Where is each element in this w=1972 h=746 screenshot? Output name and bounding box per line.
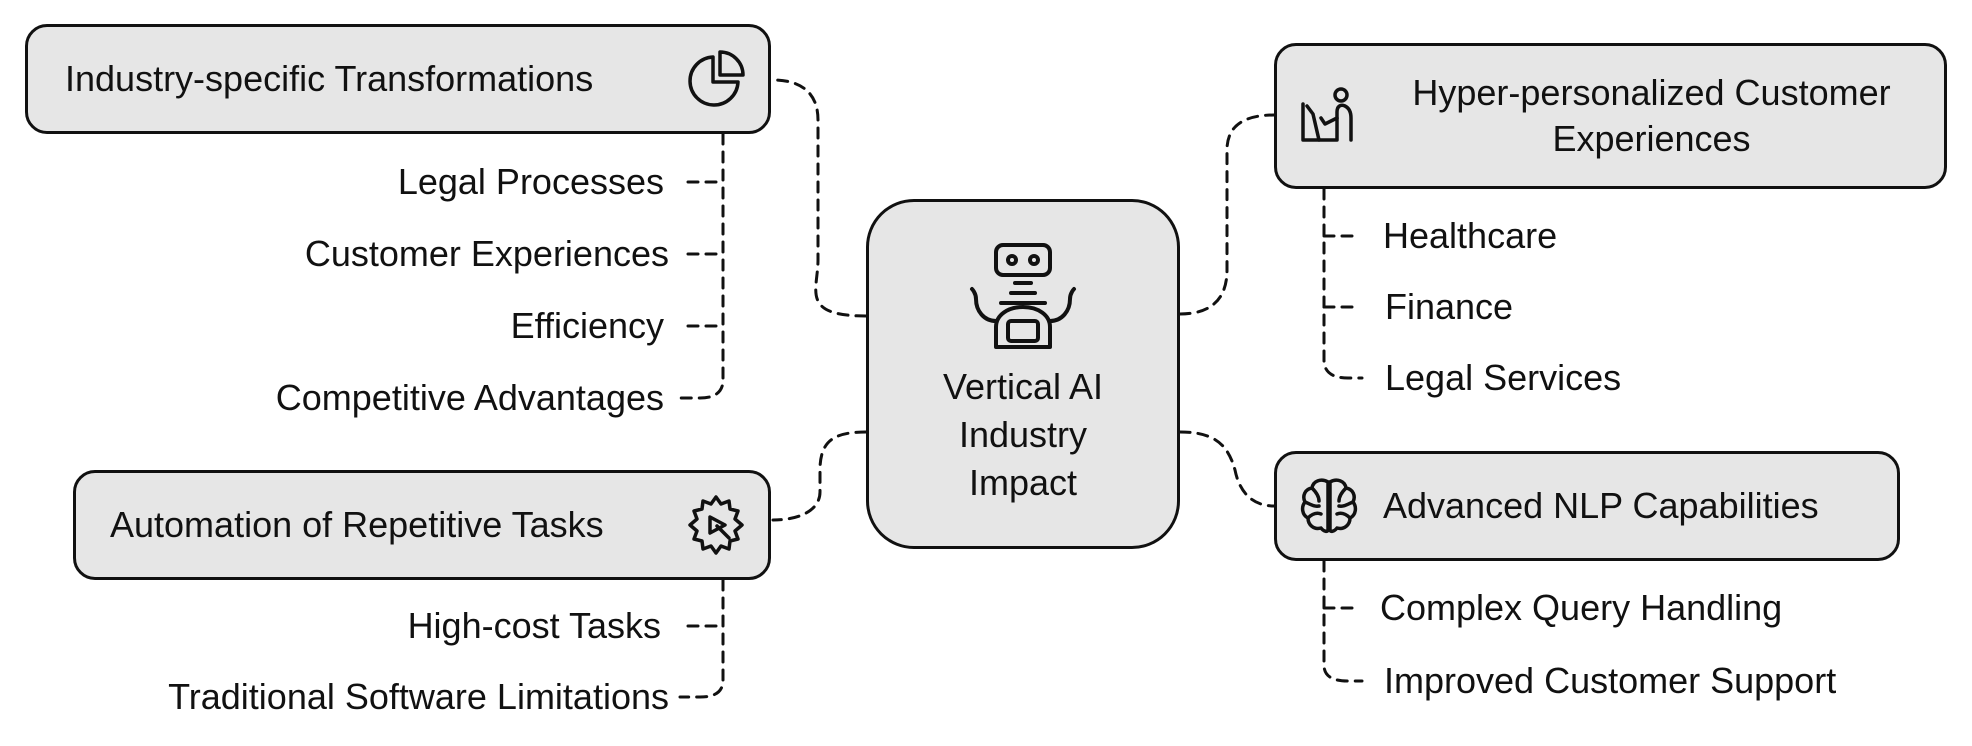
gear-icon	[684, 493, 748, 557]
leaf-high-cost-tasks: High-cost Tasks	[407, 605, 661, 646]
topic-industry-specific-transformations: Industry-specific Transformations	[25, 24, 771, 134]
leaf-legal-services: Legal Services	[1385, 357, 1622, 398]
connector-center-to-automation	[771, 430, 868, 522]
leaf-customer-experiences: Customer Experiences	[304, 233, 669, 274]
connector-center-to-industry	[771, 78, 868, 318]
topic-advanced-nlp-capabilities: Advanced NLP Capabilities	[1274, 451, 1900, 561]
branch-automation	[678, 578, 725, 699]
topic-title: Automation of Repetitive Tasks	[110, 504, 604, 545]
leaf-efficiency: Efficiency	[510, 305, 664, 346]
person-at-desk-icon	[1297, 84, 1361, 148]
branch-personalization	[1322, 187, 1364, 380]
topic-automation-of-repetitive-tasks: Automation of Repetitive Tasks	[73, 470, 771, 580]
robot-icon	[970, 243, 1076, 349]
leaf-traditional-software-limitations: Traditional Software Limitations	[168, 676, 669, 717]
leaf-improved-customer-support: Improved Customer Support	[1384, 660, 1837, 701]
branch-industry	[678, 132, 725, 400]
leaf-finance: Finance	[1385, 286, 1514, 327]
leaf-competitive-advantages: Competitive Advantages	[275, 377, 664, 418]
topic-hyper-personalized-customer-experiences: Hyper-personalized Customer Experiences	[1274, 43, 1947, 189]
leaf-legal-processes: Legal Processes	[397, 161, 664, 202]
topic-title: Advanced NLP Capabilities	[1383, 485, 1819, 526]
brain-icon	[1297, 474, 1361, 538]
center-node: Vertical AI Industry Impact	[866, 199, 1180, 549]
branch-nlp	[1322, 559, 1364, 683]
pie-chart-icon	[684, 47, 748, 111]
center-title: Vertical AI Industry Impact	[942, 366, 1104, 503]
leaf-healthcare: Healthcare	[1383, 215, 1558, 256]
connector-center-to-personalization	[1178, 113, 1276, 316]
topic-title: Industry-specific Transformations	[65, 58, 594, 99]
connector-center-to-nlp	[1178, 430, 1276, 508]
leaf-complex-query-handling: Complex Query Handling	[1380, 587, 1783, 628]
topic-title: Hyper-personalized Customer Experiences	[1412, 72, 1891, 159]
